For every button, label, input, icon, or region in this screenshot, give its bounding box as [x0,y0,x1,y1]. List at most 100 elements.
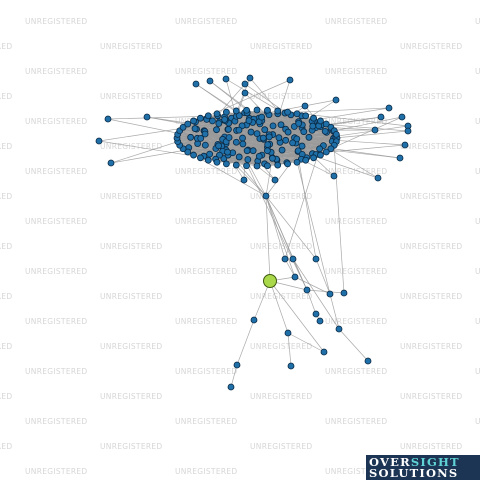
watermark-text: UNREGISTERED [100,292,162,301]
graph-node [243,147,251,155]
edge [284,258,296,278]
watermark-text: UNREGISTERED [0,242,12,251]
watermark-text: UNREGISTERED [400,92,462,101]
graph-node [286,76,294,84]
watermark-text: UNREGISTERED [25,17,87,26]
watermark-text: UNREGISTERED [100,142,162,151]
edge [265,195,296,278]
watermark-text: UNREGISTERED [325,317,387,326]
graph-node [235,153,243,161]
graph-node [327,145,335,153]
graph-node [253,130,261,138]
graph-node [396,154,404,162]
graph-node [284,329,292,337]
watermark-text: UNREGISTERED [25,367,87,376]
graph-node [221,116,229,123]
watermark-text: UNREGISTERED [175,17,237,26]
graph-node [302,156,310,164]
graph-node [293,158,301,166]
watermark-text: UNREGISTERED [175,167,237,176]
watermark-text: UNREGISTERED [250,92,312,101]
watermark-text: UNREGISTERED [475,217,480,226]
edge [98,140,258,167]
edge [332,130,345,294]
graph-node [284,128,292,136]
graph-node [291,273,299,281]
graph-node [184,148,192,156]
watermark-text: UNREGISTERED [100,42,162,51]
watermark-text: UNREGISTERED [100,242,162,251]
graph-node [259,134,267,142]
graph-node [213,126,220,134]
graph-node [107,159,115,167]
graph-node [206,77,214,85]
graph-node [225,134,233,141]
edge [286,136,336,163]
watermark-text: UNREGISTERED [175,417,237,426]
watermark-text: UNREGISTERED [475,117,480,126]
watermark-text: UNREGISTERED [325,267,387,276]
graph-node [298,142,306,150]
edge [236,319,255,366]
graph-node [232,161,240,169]
logo-word-solutions: SOLUTIONS [369,466,459,480]
graph-node [312,310,320,318]
graph-node [240,176,248,184]
logo-word-over: OVER [369,455,411,469]
graph-node [192,80,200,88]
graph-node [303,286,311,294]
graph-node [206,150,214,158]
watermark-text: UNREGISTERED [175,317,237,326]
graph-node [302,112,310,120]
graph-node [274,161,282,169]
edge [265,157,273,197]
oversight-solutions-logo: OVERSIGHT SOLUTIONS [366,455,480,480]
graph-node [340,289,348,297]
watermark-text: UNREGISTERED [0,442,12,451]
watermark-text: UNREGISTERED [175,217,237,226]
graph-node [264,147,271,155]
edge [287,332,325,353]
graph-node [197,114,204,122]
watermark-text: UNREGISTERED [325,217,387,226]
edge [230,364,238,388]
graph-node [371,126,379,134]
watermark-text: UNREGISTERED [325,167,387,176]
watermark-text: UNREGISTERED [475,167,480,176]
watermark-text: UNREGISTERED [400,242,462,251]
graph-node [264,106,271,114]
graph-node [213,158,221,166]
watermark-text: UNREGISTERED [25,67,87,76]
graph-node [317,151,324,159]
graph-node [268,154,276,162]
graph-node [213,110,221,118]
graph-node [317,117,324,125]
graph-node [326,290,334,298]
graph-node [284,160,292,168]
graph-node [184,120,192,128]
watermark-text: UNREGISTERED [0,292,12,301]
watermark-text: UNREGISTERED [0,392,12,401]
edge [253,280,271,321]
watermark-text: UNREGISTERED [25,467,87,476]
graph-node [287,362,295,370]
graph-node [239,134,246,142]
graph-node [247,128,255,136]
graph-node [289,139,296,147]
logo-word-sight: SIGHT [410,455,460,469]
graph-node [204,112,212,120]
graph-node [222,108,230,116]
watermark-text: UNREGISTERED [325,467,387,476]
edge [256,165,276,181]
graph-node [289,255,297,263]
watermark-text: UNREGISTERED [325,67,387,76]
watermark-text: UNREGISTERED [325,117,387,126]
graph-node [241,89,249,97]
graph-node [305,133,313,141]
edge [182,127,194,156]
watermark-text: UNREGISTERED [100,392,162,401]
graph-node [316,145,324,153]
graph-node [377,113,385,121]
graph-node [300,128,308,136]
